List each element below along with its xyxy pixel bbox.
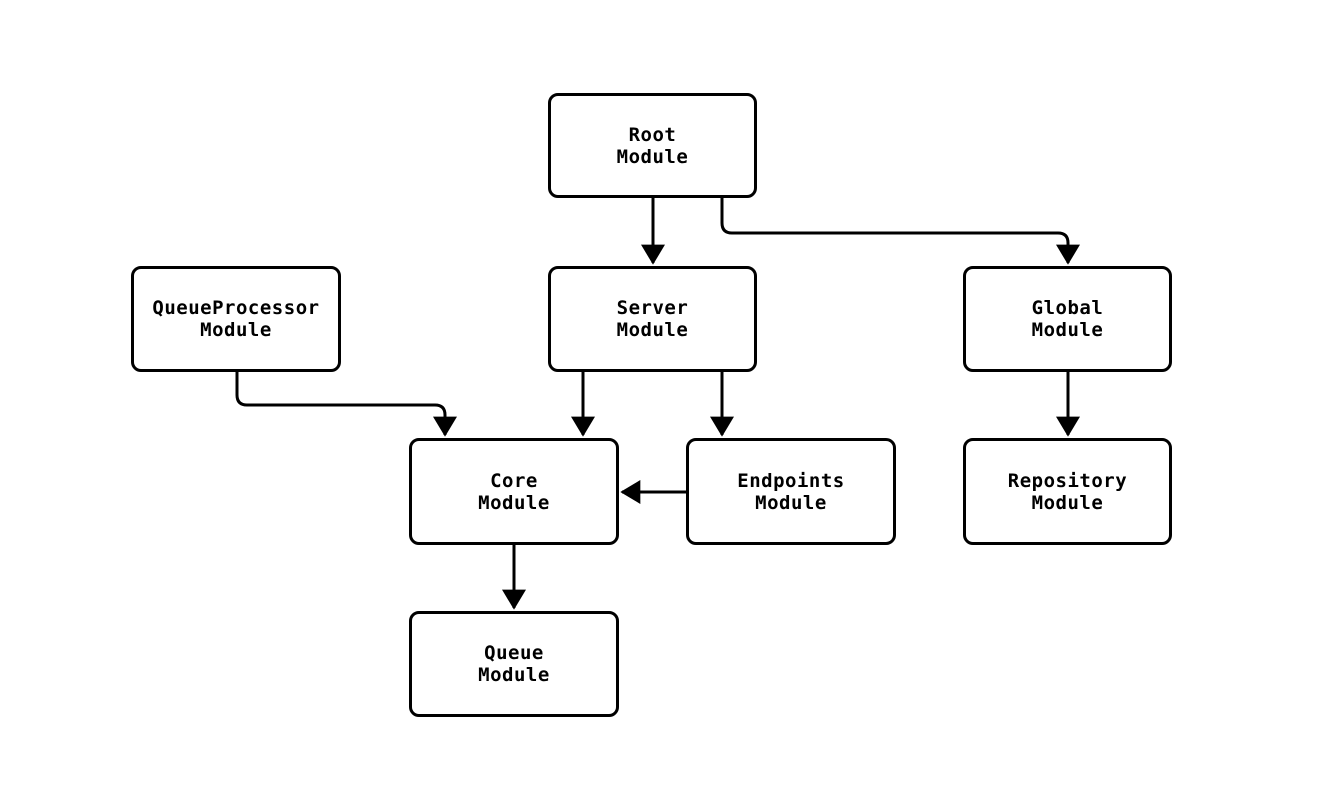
node-root-module: Root Module xyxy=(548,93,757,198)
node-server-label: Server Module xyxy=(616,297,689,341)
node-queue-label: Queue Module xyxy=(478,642,550,686)
node-server-module: Server Module xyxy=(548,266,757,372)
node-endpoints-module: Endpoints Module xyxy=(686,438,896,545)
node-global-label: Global Module xyxy=(1031,297,1104,341)
edge-queueprocessor-to-core xyxy=(235,372,457,437)
node-repository-module: Repository Module xyxy=(963,438,1172,545)
edge-root-to-global xyxy=(720,198,1080,265)
node-queue-module: Queue Module xyxy=(409,611,619,717)
node-queueprocessor-label: QueueProcessor Module xyxy=(152,297,320,341)
node-repository-label: Repository Module xyxy=(1007,469,1128,514)
node-core-label: Core Module xyxy=(478,469,550,514)
node-core-module: Core Module xyxy=(409,438,619,545)
node-root-label: Root Module xyxy=(616,123,689,168)
node-global-module: Global Module xyxy=(963,266,1172,372)
node-queueprocessor-module: QueueProcessor Module xyxy=(131,266,341,372)
node-endpoints-label: Endpoints Module xyxy=(737,469,845,514)
